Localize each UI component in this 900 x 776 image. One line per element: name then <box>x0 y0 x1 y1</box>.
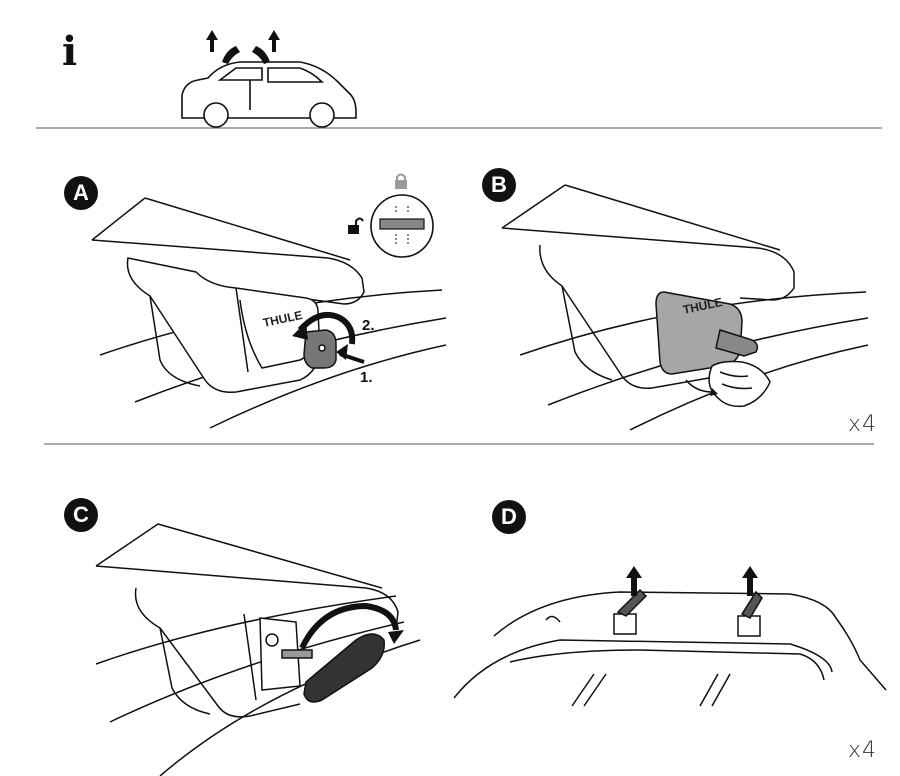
car-side-illustration <box>181 61 357 128</box>
remove-bars-arrows <box>206 30 280 64</box>
panel-d-quantity: x4 <box>848 738 878 763</box>
info-icon: i <box>62 28 78 75</box>
step-c-badge: C <box>64 498 98 532</box>
panel-b-illustration <box>501 184 869 431</box>
panel-a-step-1-label: 1. <box>360 369 373 386</box>
panel-d-lift-arrows <box>626 566 758 596</box>
panel-a-step-2-label: 2. <box>362 317 375 334</box>
step-d-badge: D <box>492 500 526 534</box>
step-b-badge: B <box>482 168 516 202</box>
lock-position-diagram <box>370 194 434 258</box>
panel-b-pull-arrow <box>685 379 718 396</box>
panel-d-illustration <box>453 588 887 707</box>
locked-padlock-icon <box>395 173 407 189</box>
panel-c-illustration <box>95 523 421 776</box>
panel-c-rotate-arrow <box>299 602 404 650</box>
panel-a-illustration <box>91 197 447 429</box>
step-a-badge: A <box>64 176 98 210</box>
unlocked-padlock-icon <box>348 217 364 234</box>
panel-b-quantity: x4 <box>848 412 878 437</box>
panel-a-arrows <box>292 312 365 364</box>
